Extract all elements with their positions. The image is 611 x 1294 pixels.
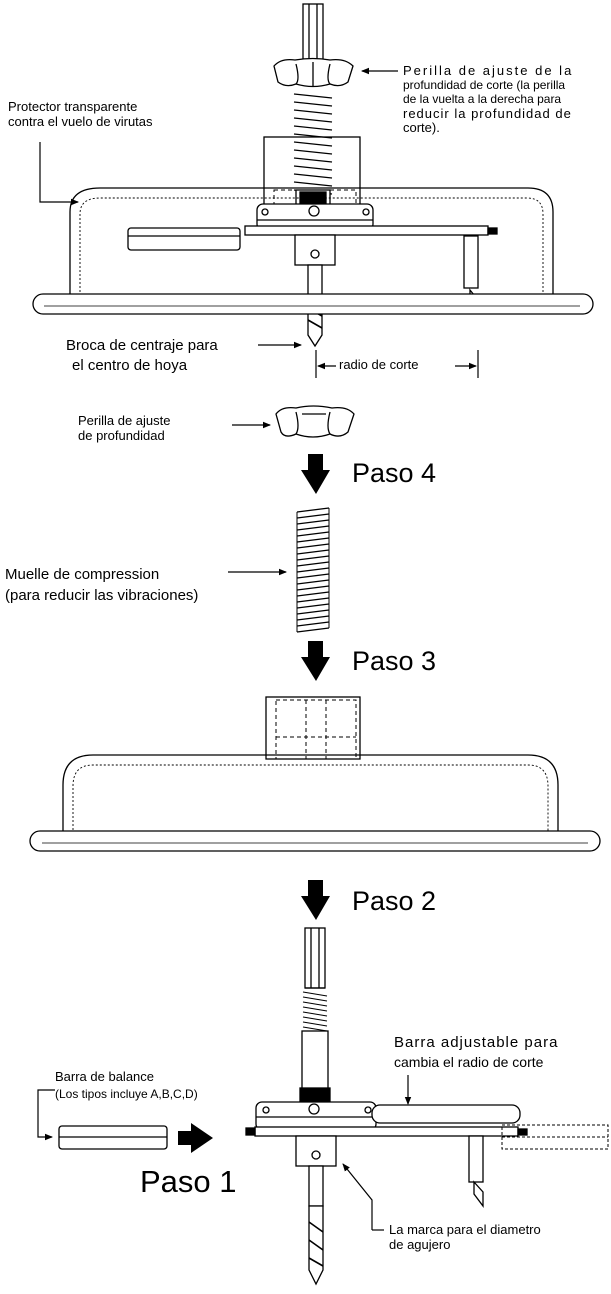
knob-callout-line3: de la vuelta a la derecha para — [403, 91, 562, 106]
balance-bar — [58, 1125, 168, 1150]
center-bit-callout-line2: el centro de hoya — [72, 357, 188, 375]
arrow-down-icon — [301, 641, 330, 681]
depth-knob-callout-line2: de profundidad — [78, 427, 165, 443]
spring-callout: Muelle de compression (para reducir las … — [5, 564, 198, 606]
protector-callout: Protector transparente contra el vuelo d… — [8, 99, 153, 130]
cutter-body — [245, 927, 609, 1286]
adjustable-bar-callout-line2: cambia el radio de corte — [394, 1053, 544, 1070]
knob-callout-line1: Perilla de ajuste de la — [403, 63, 574, 78]
adjustable-bar-callout: Barra adjustable para cambia el radio de… — [394, 1033, 558, 1071]
balance-bar-callout-line1: Barra de balance — [55, 1069, 155, 1084]
center-bit-callout: Broca de centraje para el centro de hoya — [66, 336, 218, 377]
depth-knob-callout-line1: Perilla de ajuste — [78, 413, 171, 428]
adjustable-bar-callout-line1: Barra adjustable para — [394, 1034, 559, 1051]
depth-knob-callout: Perilla de ajuste de profundidad — [78, 413, 171, 444]
chip-protector — [29, 696, 601, 852]
step-3-label: Paso 3 — [352, 646, 437, 676]
protector-callout-line2: contra el vuelo de virutas — [8, 113, 153, 129]
balance-bar-callout-line2: (Los tipos incluye A,B,C,D) — [55, 1086, 198, 1101]
mark-callout-line1: La marca para el diametro — [389, 1222, 541, 1237]
knob-callout-line4: reducir la profundidad de — [403, 105, 572, 121]
arrow-down-icon — [301, 454, 330, 494]
step-1-label: Paso 1 — [140, 1164, 237, 1199]
knob-callout-line2: profundidad de corte (la perilla — [403, 77, 566, 92]
arrow-right-icon — [178, 1123, 213, 1153]
step-4-label: Paso 4 — [352, 458, 437, 488]
step-2-label: Paso 2 — [352, 886, 437, 916]
center-bit-callout-line1: Broca de centraje para — [66, 337, 218, 354]
depth-knob — [275, 405, 355, 438]
protector-callout-line1: Protector transparente — [8, 99, 138, 114]
mark-callout: La marca para el diametro de agujero — [389, 1222, 541, 1253]
mark-callout-line2: de agujero — [389, 1236, 451, 1252]
assembled-view — [32, 3, 594, 348]
knob-callout-line5: corte). — [403, 120, 440, 136]
radius-label: radio de corte — [339, 357, 419, 372]
compression-spring — [296, 507, 330, 633]
spring-callout-line1: Muelle de compression — [5, 566, 160, 583]
balance-bar-callout: Barra de balance (Los tipos incluye A,B,… — [55, 1068, 198, 1102]
arrow-down-icon — [301, 880, 330, 920]
knob-callout: Perilla de ajuste de la profundidad de c… — [403, 63, 608, 136]
spring-callout-line2: (para reducir las vibraciones) — [5, 587, 199, 604]
